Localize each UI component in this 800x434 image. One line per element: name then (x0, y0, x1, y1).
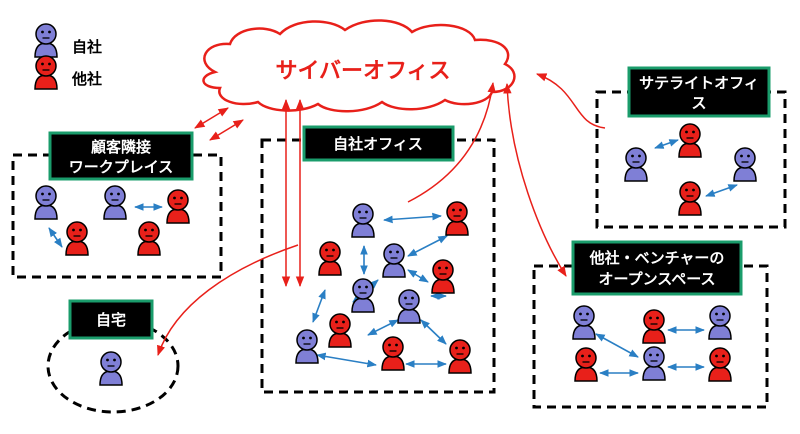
person-other-company-icon (642, 309, 666, 344)
link-satellite-cloud (536, 73, 606, 129)
person-own-company-icon (103, 185, 127, 220)
person-other-company-icon (431, 259, 455, 294)
person-other-company-icon (445, 201, 469, 236)
people-group (34, 23, 757, 386)
person-own-company-icon (397, 289, 421, 324)
satellite-office-label-line2: ス (691, 94, 706, 112)
arrow-office-4 (407, 269, 429, 283)
person-other-company-icon (34, 55, 58, 90)
link-cloud-home (157, 244, 299, 356)
legend-other-company-label: 他社 (71, 70, 102, 88)
person-other-company-icon (166, 189, 190, 224)
arrow-office-5 (312, 289, 326, 323)
satellite-office-label-box (627, 66, 771, 118)
arrow-office-9 (316, 352, 377, 368)
arrow-office-8 (420, 319, 447, 345)
person-other-company-icon (574, 347, 598, 382)
arrow-office-1 (383, 212, 442, 224)
open-space-area (532, 264, 769, 409)
cyber-office-cloud (202, 19, 516, 113)
person-other-company-icon (328, 313, 352, 348)
customer-workplace-label-box (48, 131, 194, 181)
cloud-label: サイバーオフィス (275, 59, 450, 84)
head-office-label-box (302, 125, 455, 162)
person-other-company-icon (318, 241, 342, 276)
open-space-label-box (571, 240, 743, 296)
home-label-box (68, 299, 154, 340)
person-other-company-icon (678, 181, 702, 216)
satellite-office-label-line1: サテライトオフィ (639, 74, 759, 92)
person-own-company-icon (733, 147, 757, 182)
person-own-company-icon (34, 23, 58, 58)
link-customer-cloud-1 (194, 107, 229, 129)
open-space-label-line2: オープンスペース (598, 270, 715, 288)
link-cloud-open-space (503, 82, 567, 277)
person-other-company-icon (448, 339, 472, 374)
link-office-to-cloud (407, 81, 496, 203)
blue-arrows (48, 139, 738, 377)
person-other-company-icon (65, 221, 89, 256)
open-space-label-line1: 他社・ベンチャーの (589, 249, 725, 267)
home-label: 自宅 (96, 311, 126, 329)
person-own-company-icon (351, 278, 375, 313)
arrow-office-7 (367, 319, 399, 336)
head-office-area (260, 138, 496, 394)
person-other-company-icon (137, 221, 161, 256)
legend-own-company-label: 自社 (72, 38, 102, 56)
person-own-company-icon (642, 346, 666, 381)
person-other-company-icon (708, 347, 732, 382)
arrow-office-3 (407, 235, 448, 257)
person-other-company-icon (381, 336, 405, 371)
head-office-label: 自社オフィス (333, 135, 423, 153)
link-customer-cloud-2 (209, 119, 244, 141)
arrow-satellite-1 (654, 139, 679, 149)
person-own-company-icon (34, 185, 58, 220)
person-own-company-icon (351, 203, 375, 238)
arrow-customer-1 (48, 227, 63, 248)
arrow-satellite-2 (705, 184, 738, 197)
person-other-company-icon (678, 123, 702, 158)
person-own-company-icon (572, 305, 596, 340)
arrow-open-1 (595, 333, 639, 358)
person-own-company-icon (382, 243, 406, 278)
person-own-company-icon (295, 329, 319, 364)
customer-workplace-label-line2: ワークプレイス (69, 158, 174, 176)
person-own-company-icon (99, 351, 123, 386)
person-own-company-icon (708, 305, 732, 340)
person-own-company-icon (624, 147, 648, 182)
customer-workplace-label-line1: 顧客隣接 (91, 138, 151, 156)
